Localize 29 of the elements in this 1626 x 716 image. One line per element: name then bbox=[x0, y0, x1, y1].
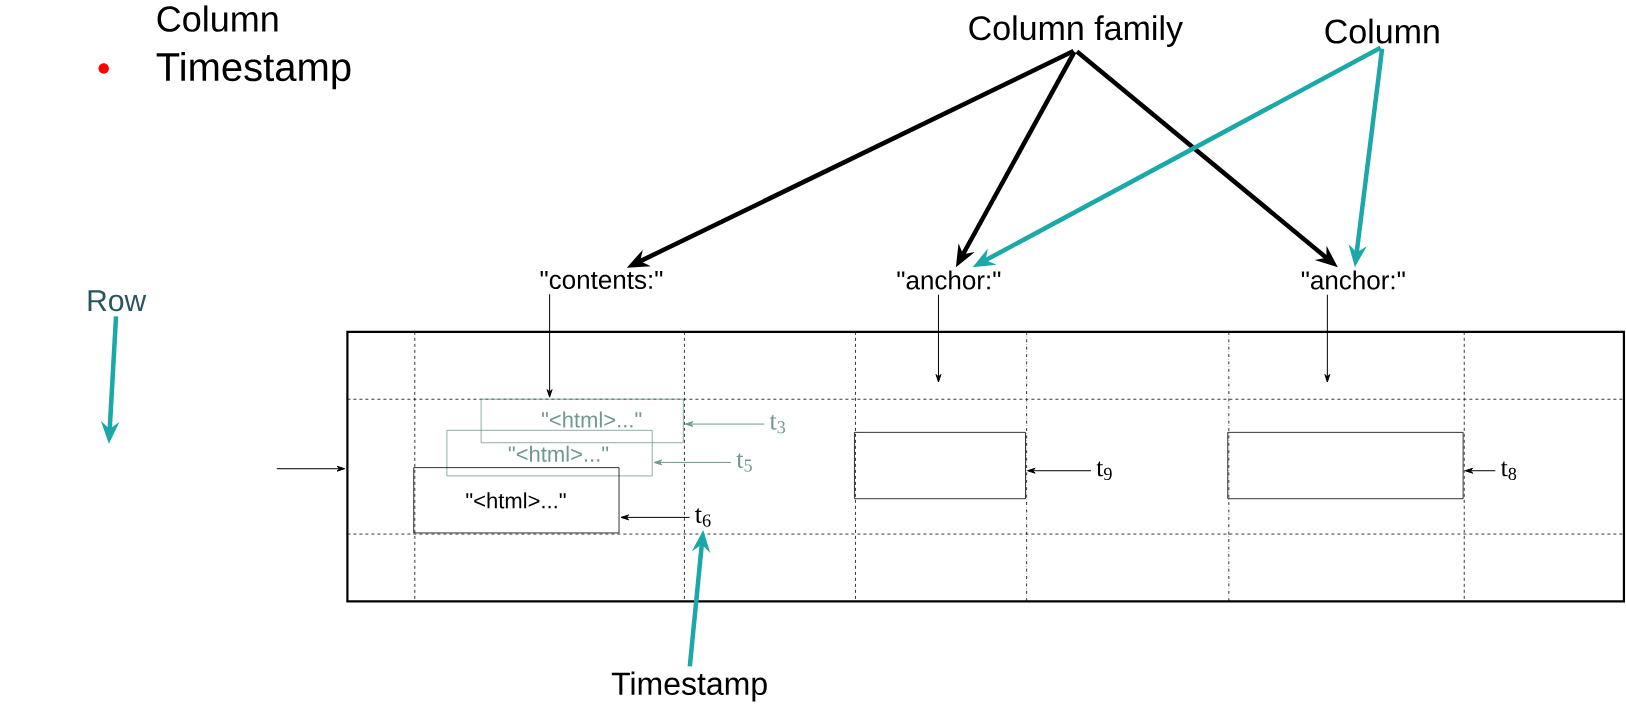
callout-label: Row bbox=[88, 290, 147, 312]
arrow bbox=[684, 421, 765, 428]
table bbox=[346, 330, 1626, 603]
arrow bbox=[620, 514, 691, 521]
column-name: "anchor:" bbox=[1301, 270, 1405, 290]
value-box: "<html>..." bbox=[480, 399, 684, 444]
value-box: "<html>..." bbox=[446, 430, 653, 477]
timestamp-label: t$_{9}$ bbox=[1096, 461, 1112, 481]
column-name: "anchor:" bbox=[897, 270, 1001, 290]
arrow bbox=[935, 294, 942, 383]
arrow bbox=[653, 459, 732, 466]
timestamp-label: t$_{6}$ bbox=[695, 508, 711, 527]
timestamp-label: t$_{5}$ bbox=[736, 453, 752, 472]
value-box bbox=[854, 432, 1026, 500]
callout-label: Timestamp bbox=[611, 671, 767, 702]
timestamp-label: t$_{8}$ bbox=[1500, 461, 1517, 481]
callout-label: Column family bbox=[969, 15, 1183, 48]
arrow bbox=[276, 466, 346, 472]
arrow bbox=[1027, 468, 1092, 474]
arrow bbox=[1324, 294, 1331, 383]
callout-label: Column bbox=[1325, 18, 1439, 44]
bullet-text: Timestamp bbox=[156, 52, 351, 90]
bullet-text: Column bbox=[157, 5, 278, 33]
arrow bbox=[1464, 468, 1496, 474]
column-name: "contents:" bbox=[540, 271, 663, 290]
value-box bbox=[1227, 432, 1464, 500]
timestamp-label: t$_{3}$ bbox=[769, 415, 786, 434]
value-box: "<html>..." bbox=[413, 467, 620, 534]
arrow bbox=[546, 294, 553, 398]
